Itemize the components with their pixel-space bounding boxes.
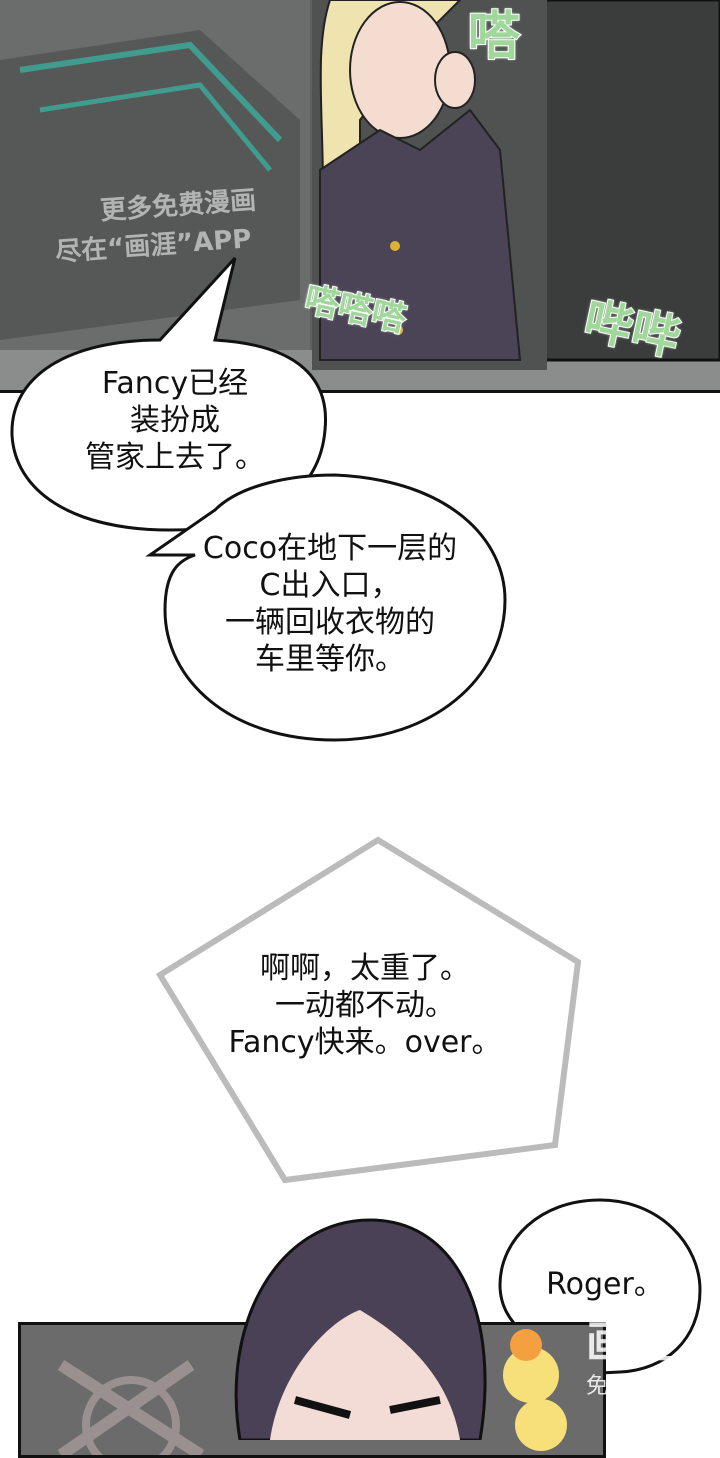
bubble-line: 啊啊，太重了。 <box>260 951 470 986</box>
bubble-2-shape <box>145 473 507 742</box>
logo-watermark: 画涯 免费漫画 <box>565 1318 695 1400</box>
bubble-1-text: Fancy已经 装扮成 管家上去了。 <box>40 365 310 476</box>
bubble-line: Coco在地下一层的 <box>202 531 458 566</box>
bubble-1-shape <box>10 256 328 532</box>
panel-art <box>57 1329 567 1455</box>
bubble-line: 一动都不动。 <box>275 988 455 1023</box>
bubble-line: 一辆回收衣物的 <box>225 605 435 640</box>
bubble-line: 车里等你。 <box>255 642 405 677</box>
bubble-line: Fancy已经 <box>101 366 249 401</box>
bubble-3-shape <box>155 836 582 1184</box>
bubble-line: C出入口， <box>259 568 401 603</box>
bubble-line: Fancy快来。over。 <box>228 1025 502 1060</box>
bubble-4-text: Roger。 <box>546 1267 664 1302</box>
man-head <box>234 1218 487 1440</box>
logo-title: 画涯 <box>586 1317 674 1368</box>
panel-art <box>0 0 720 390</box>
logo-subtitle: 免费漫画 <box>585 1374 674 1399</box>
bubble-3-text: 啊啊，太重了。 一动都不动。 Fancy快来。over。 <box>200 950 530 1061</box>
top-panel: 嗒 嗒嗒嗒 哔哔 更多免费漫画 尽在“画涯”APP <box>0 0 720 393</box>
bubble-line: 管家上去了。 <box>85 440 265 475</box>
bubble-line: 装扮成 <box>130 403 220 438</box>
bubble-2-text: Coco在地下一层的 C出入口， 一辆回收衣物的 车里等你。 <box>170 530 490 678</box>
sfx-da: 嗒 <box>467 6 521 68</box>
